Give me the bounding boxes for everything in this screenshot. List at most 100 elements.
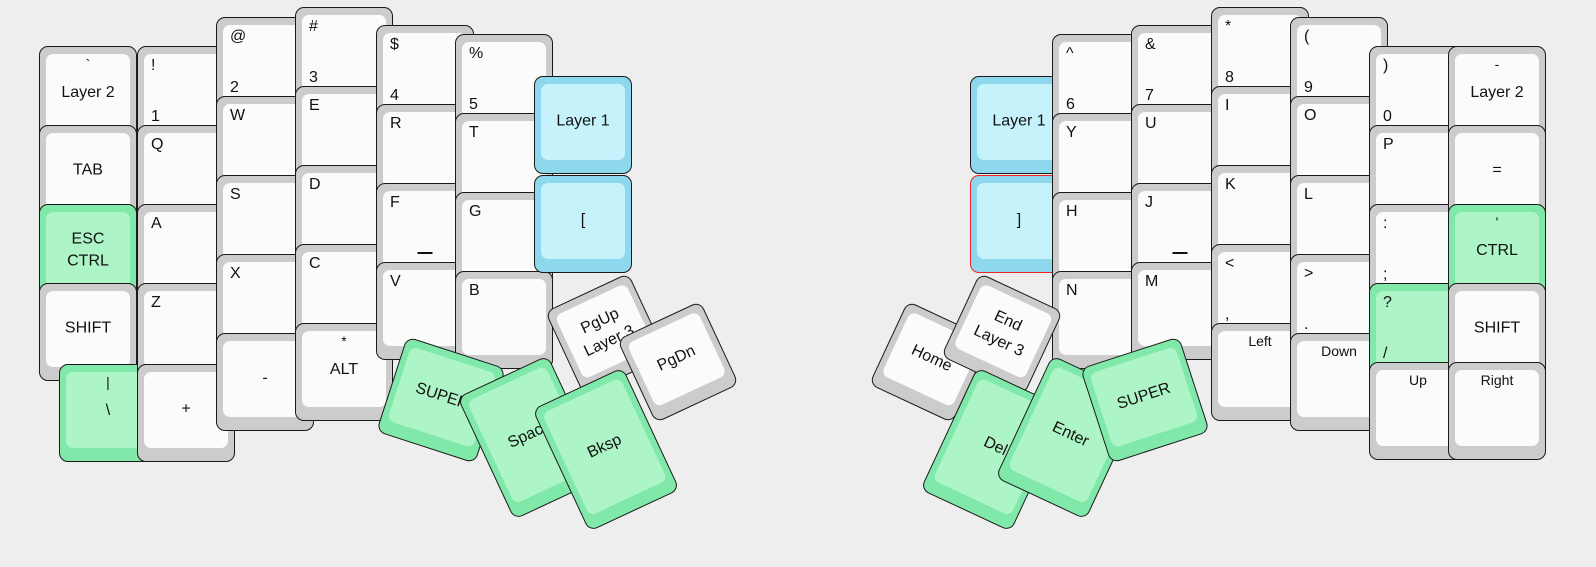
key-j-homing-bar-icon	[1172, 252, 1188, 254]
key-end-layer3-cap: End Layer 3	[953, 283, 1054, 380]
key-slash-legend-shifted: ?	[1383, 294, 1392, 311]
key-m-cap: M	[1138, 270, 1222, 346]
key-u-cap: U	[1138, 112, 1222, 188]
key-l-cap: L	[1297, 183, 1381, 259]
key-minus-left-legend: -	[262, 369, 268, 387]
key-up-cap: Up	[1376, 370, 1460, 446]
key-bracket-left-legend: [	[580, 211, 586, 229]
key-3-hash-cap: #3	[302, 15, 386, 91]
key-n-legend-shifted: N	[1066, 282, 1078, 299]
key-pipe-backslash-legend-top: |	[106, 374, 110, 390]
key-left-legend-top: Left	[1248, 333, 1272, 349]
key-7-ampersand-legend-shifted: &	[1145, 36, 1156, 53]
key-v[interactable]: V	[376, 262, 474, 360]
key-d-cap: D	[302, 173, 386, 249]
key-0-paren-legend-shifted: )	[1383, 57, 1389, 74]
key-layer1-left-legend: Layer 1	[556, 112, 610, 130]
key-super-right-legend: SUPER	[1114, 379, 1173, 413]
key-plus-legend: +	[181, 400, 191, 418]
key-layer1-left-cap: Layer 1	[541, 84, 625, 160]
key-bracket-left[interactable]: [	[534, 175, 632, 273]
key-z-legend-shifted: Z	[151, 294, 161, 311]
key-i-legend-shifted: I	[1225, 97, 1230, 114]
key-0-paren-cap: )0	[1376, 54, 1460, 130]
key-3-hash-legend-base: 3	[309, 69, 318, 87]
key-f-homing-bar-icon	[417, 252, 433, 254]
key-b[interactable]: B	[455, 271, 553, 369]
key-layer2-minus-legend-top: -	[1494, 56, 1500, 72]
key-bracket-right-legend: ]	[1016, 211, 1022, 229]
key-down-legend-top: Down	[1321, 343, 1357, 359]
key-f-cap: F	[383, 191, 467, 267]
key-layer2-grave-legend-top: `	[85, 56, 91, 72]
key-layer2-minus-legend-bottom: Layer 2	[1470, 83, 1524, 101]
key-t-cap: T	[462, 121, 546, 197]
key-a-cap: A	[144, 212, 228, 288]
key-pipe-backslash-legend-bottom: \	[105, 401, 111, 419]
key-b-legend-shifted: B	[469, 282, 480, 299]
key-1-exclam-legend-base: 1	[151, 108, 160, 126]
key-shift-left-legend: SHIFT	[64, 319, 112, 337]
key-e-legend-shifted: E	[309, 97, 320, 114]
key-y-cap: Y	[1059, 121, 1143, 197]
key-e-cap: E	[302, 94, 386, 170]
key-8-asterisk-cap: *8	[1218, 15, 1302, 91]
key-f-legend-shifted: F	[390, 194, 400, 211]
key-h-cap: H	[1059, 200, 1143, 276]
key-5-percent-cap: %5	[462, 42, 546, 118]
key-esc-ctrl-cap: ESC CTRL	[46, 212, 130, 288]
key-c-cap: C	[302, 252, 386, 328]
key-g-cap: G	[462, 200, 546, 276]
key-right-cap: Right	[1455, 370, 1539, 446]
key-layer1-left[interactable]: Layer 1	[534, 76, 632, 174]
key-quote-ctrl-cap: ' CTRL	[1455, 212, 1539, 288]
key-quote-ctrl-legend-top: '	[1495, 214, 1499, 230]
key-slash-legend-base: /	[1383, 345, 1388, 363]
key-j-cap: J	[1138, 191, 1222, 267]
key-g-legend-shifted: G	[469, 203, 482, 220]
key-a-legend-shifted: A	[151, 215, 162, 232]
key-alt-asterisk-legend-bottom: ALT	[329, 360, 359, 378]
key-plus-cap: +	[144, 372, 228, 448]
key-right[interactable]: Right	[1448, 362, 1546, 460]
key-k-cap: K	[1218, 173, 1302, 249]
key-layer2-minus-cap: - Layer 2	[1455, 54, 1539, 130]
key-quote-ctrl-legend-bottom: CTRL	[1476, 241, 1518, 259]
key-4-dollar-legend-shifted: $	[390, 36, 399, 53]
key-period-cap: >.	[1297, 262, 1381, 338]
key-period-legend-base: .	[1304, 316, 1309, 334]
key-o-cap: O	[1297, 104, 1381, 180]
key-k-legend-shifted: K	[1225, 176, 1236, 193]
key-p-cap: P	[1376, 133, 1460, 209]
key-9-paren-cap: (9	[1297, 25, 1381, 101]
key-u-legend-shifted: U	[1145, 115, 1157, 132]
key-8-asterisk-legend-shifted: *	[1225, 18, 1232, 35]
key-v-cap: V	[383, 270, 467, 346]
key-pipe-backslash-cap: |\	[66, 372, 150, 448]
key-tab-legend: TAB	[73, 161, 103, 179]
key-5-percent-legend-base: 5	[469, 96, 478, 114]
key-layer1-right-cap: Layer 1	[977, 84, 1061, 160]
key-5-percent-legend-shifted: %	[469, 45, 484, 62]
key-layer1-right[interactable]: Layer 1	[970, 76, 1068, 174]
key-shift-left-cap: SHIFT	[46, 291, 130, 367]
key-c-legend-shifted: C	[309, 255, 321, 272]
key-right-legend-top: Right	[1480, 372, 1514, 388]
key-6-caret-legend-base: 6	[1066, 96, 1075, 114]
key-minus-left-cap: -	[223, 341, 307, 417]
key-bracket-left-cap: [	[541, 183, 625, 259]
key-q-legend-shifted: Q	[151, 136, 164, 153]
key-v-legend-shifted: V	[390, 273, 401, 290]
key-j-legend-shifted: J	[1145, 194, 1153, 211]
key-m-legend-shifted: M	[1145, 273, 1159, 290]
key-1-exclam-legend-shifted: !	[151, 57, 156, 74]
key-r-legend-shifted: R	[390, 115, 402, 132]
key-bracket-right[interactable]: ]	[970, 175, 1068, 273]
key-z-cap: Z	[144, 291, 228, 367]
key-h-legend-shifted: H	[1066, 203, 1078, 220]
key-s-cap: S	[223, 183, 307, 259]
key-bksp-legend: Bksp	[584, 430, 625, 462]
key-shift-right-legend: SHIFT	[1473, 319, 1521, 337]
key-6-caret-legend-shifted: ^	[1066, 45, 1074, 62]
